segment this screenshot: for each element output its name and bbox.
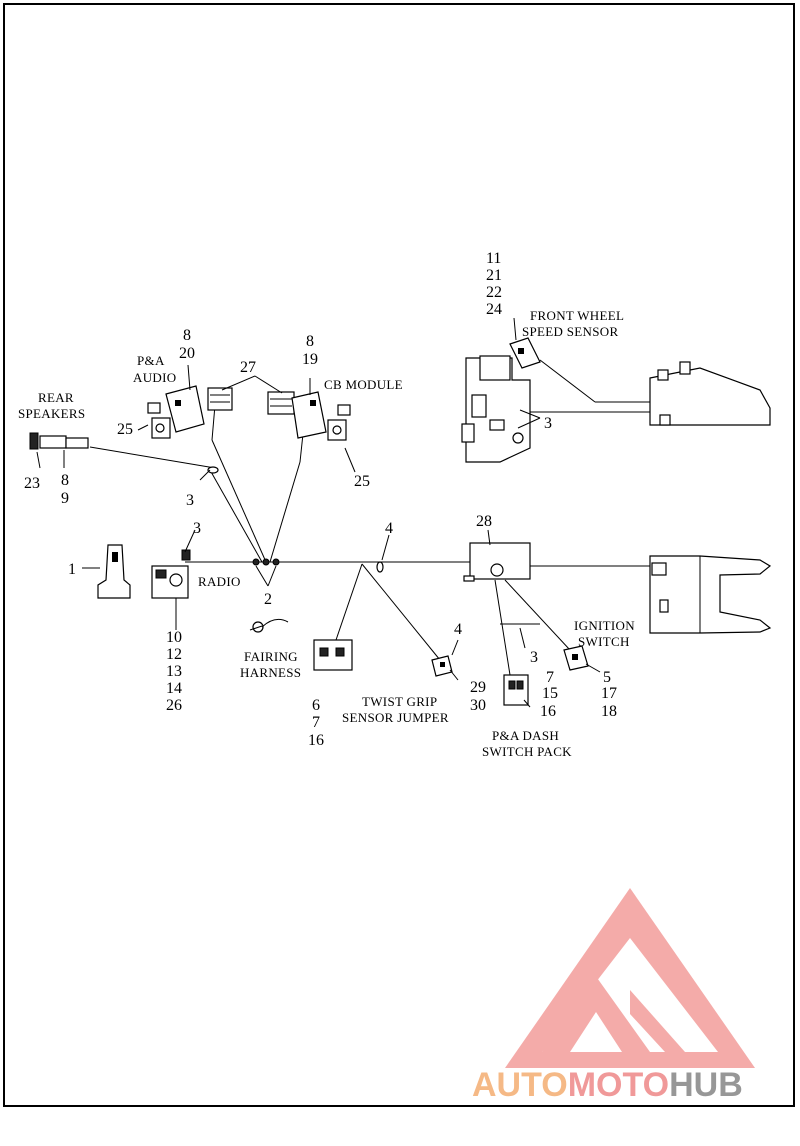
- callout-numbers: 1 2 3 3 3 3 4 4 5 17 18 6 7 16 7 15 16 8…: [24, 250, 617, 749]
- part-27-connector-left[interactable]: [207, 387, 233, 411]
- callout-13: 13: [166, 663, 182, 680]
- label-pa-audio-2: AUDIO: [133, 370, 176, 385]
- logo-m-stroke: [630, 990, 685, 1052]
- callout-4-twist: 4: [454, 621, 462, 638]
- callout-11: 11: [486, 250, 501, 267]
- part-25-right-terminal[interactable]: [327, 404, 351, 441]
- callout-8-speaker: 8: [61, 472, 69, 489]
- cb-module-connector[interactable]: [291, 391, 327, 439]
- fairing-harness-clip[interactable]: [249, 618, 289, 633]
- harness-wires: [89, 359, 650, 676]
- front-wheel-speed-sensor-mount[interactable]: [461, 355, 531, 463]
- callout-19: 19: [302, 351, 318, 368]
- component-labels: REAR SPEAKERS P&A AUDIO CB MODULE FRONT …: [18, 308, 635, 759]
- label-radio: RADIO: [198, 574, 241, 589]
- speed-sensor-connector[interactable]: [509, 337, 541, 369]
- callout-14: 14: [166, 680, 182, 697]
- label-twist-grip-2: SENSOR JUMPER: [342, 710, 449, 725]
- callout-3-radio: 3: [193, 520, 201, 537]
- part-1-bracket[interactable]: [97, 544, 131, 599]
- rear-speaker-connector[interactable]: [29, 432, 89, 450]
- label-ignition-2: SWITCH: [578, 634, 630, 649]
- callout-25-right: 25: [354, 473, 370, 490]
- callout-9: 9: [61, 490, 69, 507]
- automotohub-logo: AUTOMOTOHUB: [472, 888, 755, 1104]
- callout-5: 5: [603, 669, 611, 686]
- callout-3-sensor: 3: [544, 415, 552, 432]
- callout-24: 24: [486, 301, 502, 318]
- callout-21: 21: [486, 267, 502, 284]
- twist-grip-connector[interactable]: [431, 655, 453, 677]
- callout-8-audio: 8: [183, 327, 191, 344]
- callout-29: 29: [470, 679, 486, 696]
- callout-27: 27: [240, 359, 256, 376]
- label-ignition-1: IGNITION: [574, 618, 635, 633]
- callout-22: 22: [486, 284, 502, 301]
- diagram-frame: [3, 3, 795, 1107]
- logo-auto-text: AUTOMOTOHUB: [472, 1066, 743, 1104]
- label-twist-grip-1: TWIST GRIP: [362, 694, 437, 709]
- connector-6-7-16[interactable]: [313, 639, 353, 671]
- part-25-left-terminal[interactable]: [147, 402, 171, 439]
- callout-28: 28: [476, 513, 492, 530]
- callout-30: 30: [470, 697, 486, 714]
- part-27-connector-right[interactable]: [267, 391, 295, 415]
- callout-1: 1: [68, 561, 76, 578]
- label-rear-speakers-2: SPEAKERS: [18, 406, 85, 421]
- trunk-junction-clips: [207, 466, 384, 573]
- label-cb-module: CB MODULE: [324, 377, 403, 392]
- label-pa-audio-1: P&A: [137, 353, 165, 368]
- callout-16-b: 16: [540, 703, 556, 720]
- part-28-bracket[interactable]: [463, 542, 531, 582]
- callout-7-b: 7: [546, 669, 554, 686]
- callout-6: 6: [312, 697, 320, 714]
- label-front-wheel-1: FRONT WHEEL: [530, 308, 624, 323]
- leader-lines: [36, 317, 601, 708]
- callout-4-trunk: 4: [385, 520, 393, 537]
- callout-17: 17: [601, 685, 617, 702]
- callout-25-left: 25: [117, 421, 133, 438]
- callout-2: 2: [264, 591, 272, 608]
- callout-23: 23: [24, 475, 40, 492]
- ignition-switch-connector[interactable]: [563, 645, 589, 671]
- callout-16-a: 16: [308, 732, 324, 749]
- callout-18: 18: [601, 703, 617, 720]
- label-rear-speakers-1: REAR: [38, 390, 74, 405]
- callout-8-cb: 8: [306, 333, 314, 350]
- callout-7-a: 7: [312, 714, 320, 731]
- pa-audio-connector[interactable]: [165, 385, 205, 433]
- label-dash-switch-2: SWITCH PACK: [482, 744, 572, 759]
- label-fairing-2: HARNESS: [240, 665, 301, 680]
- callout-10: 10: [166, 629, 182, 646]
- callout-20: 20: [179, 345, 195, 362]
- callout-12: 12: [166, 646, 182, 663]
- callout-3-audio: 3: [186, 492, 194, 509]
- front-harness-bundle-upper: [649, 361, 771, 426]
- front-harness-bundle-lower: [649, 555, 772, 634]
- label-dash-switch-1: P&A DASH: [492, 728, 559, 743]
- callout-15: 15: [542, 685, 558, 702]
- radio-connector[interactable]: [151, 549, 191, 630]
- label-fairing-1: FAIRING: [244, 649, 298, 664]
- callout-26: 26: [166, 697, 182, 714]
- logo-m-shape: [542, 968, 650, 1052]
- label-front-wheel-2: SPEED SENSOR: [522, 324, 618, 339]
- callout-3-dash: 3: [530, 649, 538, 666]
